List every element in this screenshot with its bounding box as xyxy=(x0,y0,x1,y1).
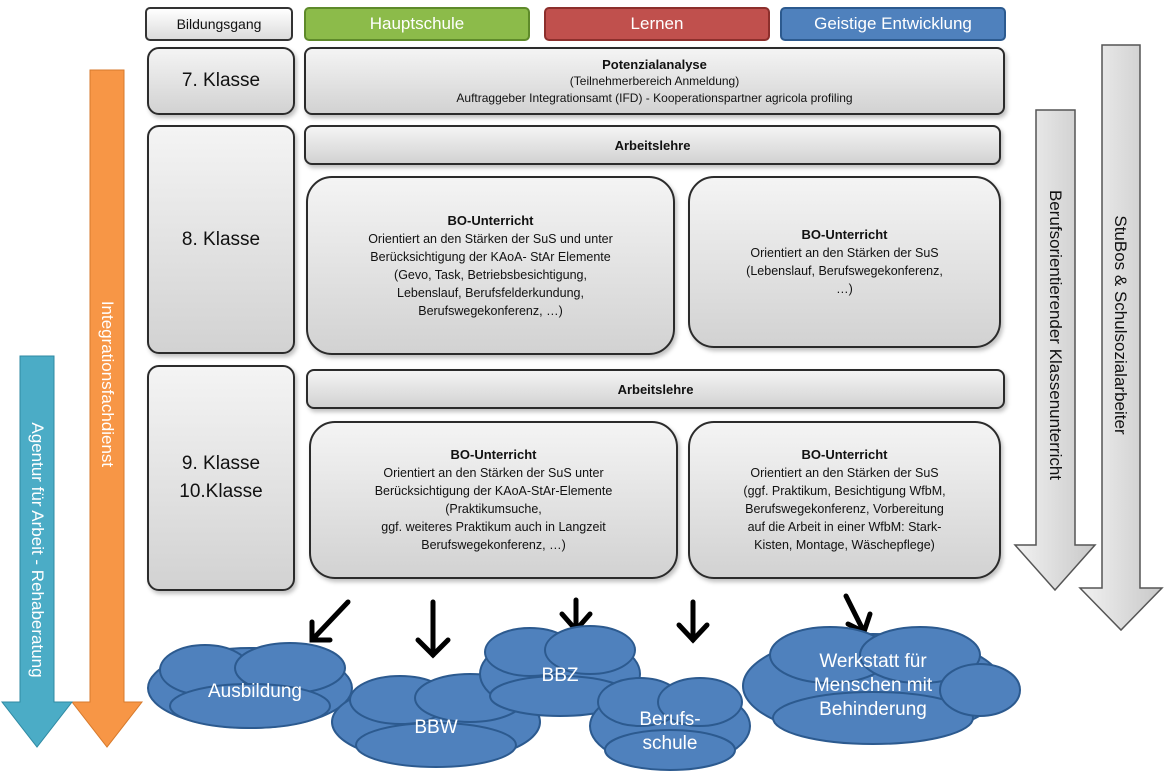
stubos-arrow xyxy=(1078,44,1164,632)
bo8-right-line: …) xyxy=(836,282,853,296)
arbeitslehre-8-bar: Arbeitslehre xyxy=(304,125,1001,165)
bo8-left-line: Orientiert an den Stärken der SuS und un… xyxy=(368,231,613,246)
bo-unterricht-8-geistige-entwicklung: BO-Unterricht Orientiert an den Stärken … xyxy=(688,176,1001,348)
bo9-left-line: Berufswegekonferenz, …) xyxy=(421,538,566,552)
bo8-left-line: (Gevo, Task, Betriebsbesichtigung, xyxy=(394,267,587,282)
berufsorientierend-label: Berufsorientierender Klassenunterricht xyxy=(1046,189,1065,481)
potenzialanalyse-line-2: Auftraggeber Integrationsamt (IFD) - Koo… xyxy=(456,90,853,105)
arbeitslehre-9-bar: Arbeitslehre xyxy=(306,369,1005,409)
class-9-10-box: 9. Klasse 10.Klasse xyxy=(147,365,295,591)
class-8-box: 8. Klasse xyxy=(147,125,295,354)
agentur-arrow xyxy=(0,355,74,748)
cloud-werkstatt xyxy=(742,626,1021,745)
bo8-right-line: (Lebenslauf, Berufswegekonferenz, xyxy=(746,264,943,278)
class-10-label: 10.Klasse xyxy=(179,481,263,502)
bo8-left-title: BO-Unterricht xyxy=(447,212,534,228)
arbeitslehre-8-label: Arbeitslehre xyxy=(614,137,691,153)
class-7-label: 7. Klasse xyxy=(181,70,261,91)
cloud-berufsschule xyxy=(589,677,751,771)
arrow-to-bbw-icon xyxy=(415,599,451,659)
cloud-bbw-label: BBW xyxy=(414,717,458,738)
integrationsfachdienst-label: Integrationsfachdienst xyxy=(98,300,117,468)
bo-unterricht-9-hauptschule-lernen: BO-Unterricht Orientiert an den Stärken … xyxy=(309,421,678,579)
bo9-left-line: Berücksichtigung der KAoA-StAr-Elemente xyxy=(374,484,613,498)
bo-unterricht-9-geistige-entwicklung: BO-Unterricht Orientiert an den Stärken … xyxy=(688,421,1001,579)
agentur-label: Agentur für Arbeit - Rehaberatung xyxy=(28,422,47,678)
cloud-berufsschule-line-2: schule xyxy=(642,733,698,754)
bo9-right-line: (ggf. Praktikum, Besichtigung WfbM, xyxy=(743,484,946,498)
stubos-label: StuBos & Schulsozialarbeiter xyxy=(1111,215,1130,435)
bo9-left-line: Orientiert an den Stärken der SuS unter xyxy=(383,466,604,480)
bo9-right-line: Orientiert an den Stärken der SuS xyxy=(750,466,939,480)
cloud-werkstatt-line-1: Werkstatt für xyxy=(819,651,927,672)
potenzialanalyse-panel: Potenzialanalyse (Teilnehmerbereich Anme… xyxy=(304,47,1005,115)
potenzialanalyse-title: Potenzialanalyse xyxy=(602,56,707,72)
bo8-right-title: BO-Unterricht xyxy=(801,227,888,242)
cloud-werkstatt-label: Werkstatt für Menschen mit Behinderung xyxy=(778,650,968,722)
cloud-werkstatt-line-3: Behinderung xyxy=(819,699,927,720)
cloud-bbz xyxy=(479,625,641,717)
class-8-label: 8. Klasse xyxy=(181,228,261,250)
bo8-left-line: Lebenslauf, Berufsfelderkundung, xyxy=(397,285,584,300)
bo9-right-line: Berufswegekonferenz, Vorbereitung xyxy=(745,502,944,516)
bo9-right-line: auf die Arbeit in einer WfbM: Stark- xyxy=(747,520,942,534)
potenzialanalyse-line-1: (Teilnehmerbereich Anmeldung) xyxy=(569,73,740,88)
class-9-label: 9. Klasse xyxy=(181,453,261,474)
arrow-to-werkstatt-icon xyxy=(843,593,873,636)
header-geistige-entwicklung: Geistige Entwicklung xyxy=(780,7,1006,41)
cloud-ausbildung xyxy=(147,642,353,729)
bo8-left-line: Berücksichtigung der KAoA- StAr Elemente xyxy=(370,249,611,264)
header-hauptschule: Hauptschule xyxy=(304,7,530,41)
bo9-right-title: BO-Unterricht xyxy=(801,447,888,462)
cloud-ausbildung-label: Ausbildung xyxy=(207,681,303,702)
bo8-left-line: Berufswegekonferenz, …) xyxy=(418,303,563,318)
bo9-left-title: BO-Unterricht xyxy=(450,447,537,462)
cloud-bbz-label: BBZ xyxy=(541,665,579,686)
arrow-to-berufsschule-icon xyxy=(676,599,710,644)
cloud-berufsschule-label: Berufs- schule xyxy=(620,708,720,756)
header-lernen: Lernen xyxy=(544,7,770,41)
berufsorientierend-arrow xyxy=(1013,109,1097,592)
arbeitslehre-9-label: Arbeitslehre xyxy=(617,381,694,397)
bo9-left-line: (Praktikumsuche, xyxy=(445,502,542,516)
arrow-to-ausbildung-icon xyxy=(309,599,351,643)
cloud-werkstatt-line-2: Menschen mit xyxy=(813,675,933,696)
cloud-bbw xyxy=(331,673,541,768)
bo-unterricht-8-hauptschule-lernen: BO-Unterricht Orientiert an den Stärken … xyxy=(306,176,675,355)
header-bildungsgang: Bildungsgang xyxy=(145,7,293,41)
integrationsfachdienst-arrow xyxy=(70,69,144,748)
bo9-left-line: ggf. weiteres Praktikum auch in Langzeit xyxy=(381,520,606,534)
bo8-right-line: Orientiert an den Stärken der SuS xyxy=(750,246,939,260)
class-7-box: 7. Klasse xyxy=(147,47,295,115)
cloud-berufsschule-line-1: Berufs- xyxy=(639,709,701,730)
bo9-right-line: Kisten, Montage, Wäschepflege) xyxy=(754,538,935,552)
